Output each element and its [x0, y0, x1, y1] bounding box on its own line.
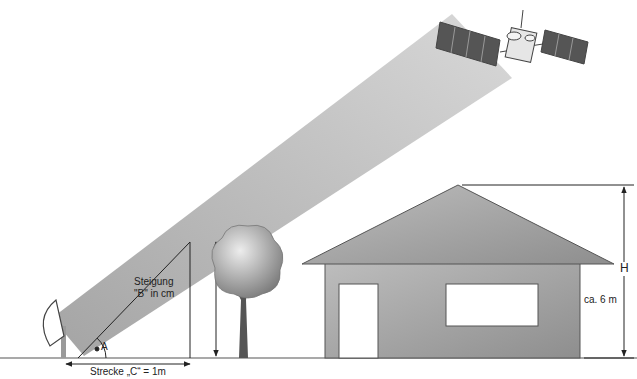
angle-label: A	[101, 341, 108, 353]
tree	[212, 225, 283, 358]
slope-triangle	[78, 242, 190, 358]
distance-arrow-c	[66, 364, 190, 365]
house-height-dimension	[462, 185, 634, 358]
height-label: H	[618, 262, 631, 276]
slope-label: Steigung "B" in cm	[134, 276, 186, 299]
satellite-dish	[43, 300, 66, 358]
satellite	[436, 10, 588, 66]
house	[302, 185, 614, 358]
distance-label: Strecke „C“ = 1m	[90, 366, 166, 378]
height-value-label: ca. 6 m	[582, 294, 619, 306]
